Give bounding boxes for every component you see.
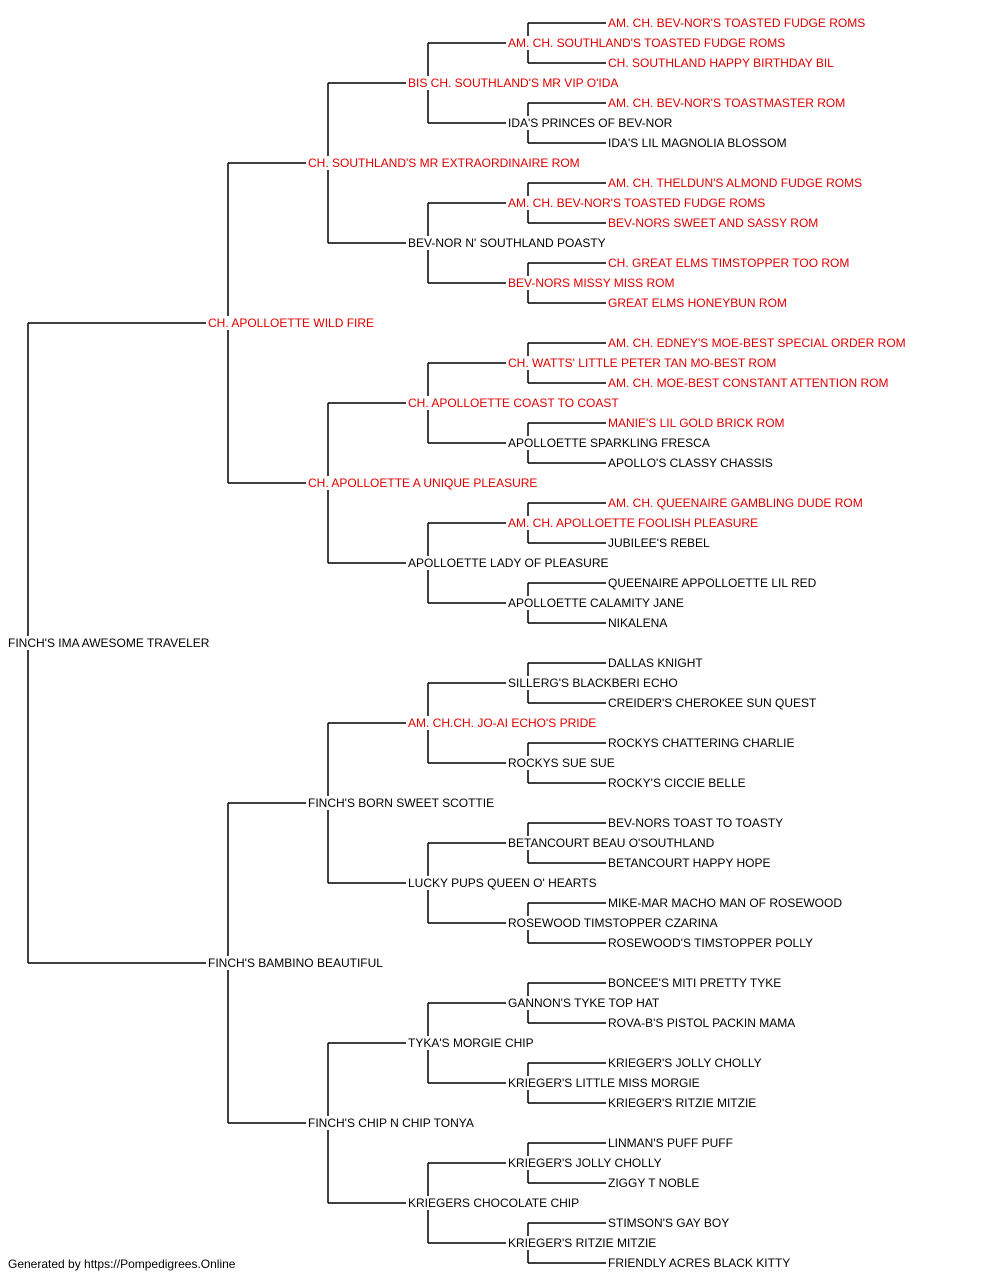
ancestor-name-gen5: CH. GREAT ELMS TIMSTOPPER TOO ROM (608, 256, 852, 270)
ancestor-name-gen4: BEV-NORS MISSY MISS ROM (508, 276, 677, 290)
ancestor-name-gen2: CH. SOUTHLAND'S MR EXTRAORDINAIRE ROM (308, 156, 582, 170)
ancestor-name-gen5: BEV-NORS SWEET AND SASSY ROM (608, 216, 821, 230)
ancestor-name-gen5: BETANCOURT HAPPY HOPE (608, 856, 773, 870)
ancestor-name-gen3: APOLLOETTE LADY OF PLEASURE (408, 556, 611, 570)
ancestor-name-gen2: CH. APOLLOETTE A UNIQUE PLEASURE (308, 476, 540, 490)
ancestor-name-gen4: KRIEGER'S JOLLY CHOLLY (508, 1156, 664, 1170)
ancestor-name-gen4: AM. CH. SOUTHLAND'S TOASTED FUDGE ROMS (508, 36, 788, 50)
ancestor-name-gen5: AM. CH. BEV-NOR'S TOASTED FUDGE ROMS (608, 16, 868, 30)
ancestor-name-gen5: ROSEWOOD'S TIMSTOPPER POLLY (608, 936, 816, 950)
ancestor-name-gen5: AM. CH. THELDUN'S ALMOND FUDGE ROMS (608, 176, 865, 190)
ancestor-name-gen4: GANNON'S TYKE TOP HAT (508, 996, 662, 1010)
ancestor-name-gen3: BIS CH. SOUTHLAND'S MR VIP O'IDA (408, 76, 621, 90)
ancestor-name-gen4: APOLLOETTE SPARKLING FRESCA (508, 436, 712, 450)
ancestor-name-gen5: IDA'S LIL MAGNOLIA BLOSSOM (608, 136, 789, 150)
ancestor-name-gen4: AM. CH. BEV-NOR'S TOASTED FUDGE ROMS (508, 196, 768, 210)
ancestor-name-gen1: FINCH'S BAMBINO BEAUTIFUL (208, 956, 385, 970)
ancestor-name-gen5: QUEENAIRE APPOLLOETTE LIL RED (608, 576, 819, 590)
ancestor-name-gen5: AM. CH. EDNEY'S MOE-BEST SPECIAL ORDER R… (608, 336, 908, 350)
ancestor-name-gen5: STIMSON'S GAY BOY (608, 1216, 732, 1230)
ancestor-name-gen4: AM. CH. APOLLOETTE FOOLISH PLEASURE (508, 516, 761, 530)
ancestor-name-gen3: AM. CH.CH. JO-AI ECHO'S PRIDE (408, 716, 599, 730)
ancestor-name-gen4: IDA'S PRINCES OF BEV-NOR (508, 116, 675, 130)
ancestor-name-gen5: ROVA-B'S PISTOL PACKIN MAMA (608, 1016, 798, 1030)
ancestor-name-gen4: APOLLOETTE CALAMITY JANE (508, 596, 686, 610)
ancestor-name-gen3: LUCKY PUPS QUEEN O' HEARTS (408, 876, 599, 890)
ancestor-name-gen5: ZIGGY T NOBLE (608, 1176, 702, 1190)
ancestor-name-gen5: BONCEE'S MITI PRETTY TYKE (608, 976, 784, 990)
ancestor-name-gen2: FINCH'S CHIP N CHIP TONYA (308, 1116, 476, 1130)
ancestor-name-gen5: ROCKY'S CICCIE BELLE (608, 776, 748, 790)
ancestor-name-gen3: KRIEGERS CHOCOLATE CHIP (408, 1196, 582, 1210)
ancestor-name-gen5: BEV-NORS TOAST TO TOASTY (608, 816, 786, 830)
ancestor-name-gen4: KRIEGER'S RITZIE MITZIE (508, 1236, 659, 1250)
ancestor-name-gen5: AM. CH. MOE-BEST CONSTANT ATTENTION ROM (608, 376, 891, 390)
ancestor-name-gen4: SILLERG'S BLACKBERI ECHO (508, 676, 680, 690)
ancestor-name-gen5: NIKALENA (608, 616, 670, 630)
ancestor-name-gen5: GREAT ELMS HONEYBUN ROM (608, 296, 789, 310)
ancestor-name-gen3: TYKA'S MORGIE CHIP (408, 1036, 536, 1050)
ancestor-name-gen5: FRIENDLY ACRES BLACK KITTY (608, 1256, 793, 1270)
generated-by-footer: Generated by https://Pompedigrees.Online (8, 1257, 236, 1271)
ancestor-name-gen5: JUBILEE'S REBEL (608, 536, 712, 550)
ancestor-name-gen5: AM. CH. QUEENAIRE GAMBLING DUDE ROM (608, 496, 865, 510)
ancestor-name-gen4: ROCKYS SUE SUE (508, 756, 617, 770)
ancestor-name-gen4: CH. WATTS' LITTLE PETER TAN MO-BEST ROM (508, 356, 779, 370)
ancestor-name-gen5: CH. SOUTHLAND HAPPY BIRTHDAY BIL (608, 56, 836, 70)
ancestor-name-gen1: CH. APOLLOETTE WILD FIRE (208, 316, 377, 330)
ancestor-name-gen5: CREIDER'S CHEROKEE SUN QUEST (608, 696, 819, 710)
ancestor-name-gen2: FINCH'S BORN SWEET SCOTTIE (308, 796, 497, 810)
ancestor-name-gen5: KRIEGER'S JOLLY CHOLLY (608, 1056, 764, 1070)
ancestor-name-gen3: BEV-NOR N' SOUTHLAND POASTY (408, 236, 608, 250)
ancestor-name-gen5: LINMAN'S PUFF PUFF (608, 1136, 735, 1150)
ancestor-name-gen5: DALLAS KNIGHT (608, 656, 705, 670)
ancestor-name-gen3: CH. APOLLOETTE COAST TO COAST (408, 396, 621, 410)
ancestor-name-gen5: AM. CH. BEV-NOR'S TOASTMASTER ROM (608, 96, 848, 110)
ancestor-name-gen4: BETANCOURT BEAU O'SOUTHLAND (508, 836, 717, 850)
subject-dog-name: FINCH'S IMA AWESOME TRAVELER (8, 636, 212, 650)
ancestor-name-gen5: APOLLO'S CLASSY CHASSIS (608, 456, 775, 470)
ancestor-name-gen5: ROCKYS CHATTERING CHARLIE (608, 736, 797, 750)
ancestor-name-gen5: MANIE'S LIL GOLD BRICK ROM (608, 416, 787, 430)
ancestor-name-gen4: KRIEGER'S LITTLE MISS MORGIE (508, 1076, 702, 1090)
ancestor-name-gen4: ROSEWOOD TIMSTOPPER CZARINA (508, 916, 720, 930)
ancestor-name-gen5: MIKE-MAR MACHO MAN OF ROSEWOOD (608, 896, 844, 910)
ancestor-name-gen5: KRIEGER'S RITZIE MITZIE (608, 1096, 759, 1110)
